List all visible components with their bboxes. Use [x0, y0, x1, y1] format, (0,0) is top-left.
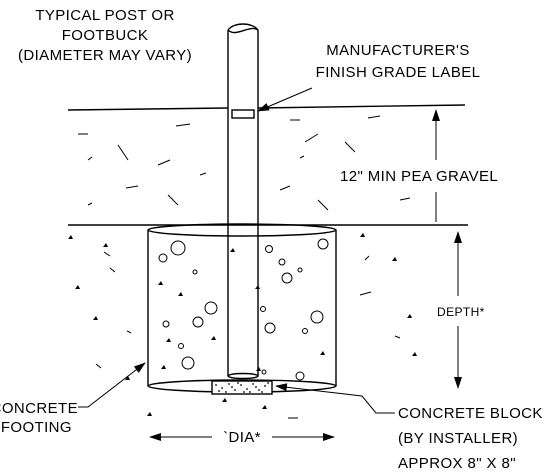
depth-label: DEPTH* — [437, 305, 485, 319]
finish-grade-label-box — [231, 109, 255, 119]
footing-callout: CONCRETE FOOTING — [0, 400, 78, 436]
footing-label-line1: CONCRETE — [0, 400, 78, 417]
block-label-line3: APPROX 8" X 8" — [398, 455, 516, 472]
grade-label-line1: MANUFACTURER'S — [326, 42, 469, 59]
grade-callout: MANUFACTURER'S FINISH GRADE LABEL — [316, 42, 481, 81]
finish-grade-line — [67, 104, 466, 111]
grade-label-leader — [257, 87, 313, 112]
post-label-line3: (DIAMETER MAY VARY) — [18, 47, 192, 64]
dia-label: `DIA* — [223, 429, 261, 446]
gravel-hatching — [78, 115, 411, 211]
post — [227, 23, 259, 380]
post-label-line2: FOOTBUCK — [62, 27, 149, 44]
soil-dashes — [95, 251, 401, 419]
concrete-block — [211, 380, 273, 395]
post-callout: TYPICAL POST OR FOOTBUCK (DIAMETER MAY V… — [18, 7, 192, 64]
footing-leader — [78, 362, 146, 408]
block-callout: CONCRETE BLOCK (BY INSTALLER) APPROX 8" … — [398, 405, 543, 472]
gravel-label: 12" MIN PEA GRAVEL — [340, 168, 498, 185]
soil-aggregate-marks — [68, 233, 417, 416]
post-label-line1: TYPICAL POST OR — [35, 7, 174, 24]
grade-label-line2: FINISH GRADE LABEL — [316, 64, 481, 81]
concrete-aggregate — [158, 238, 329, 381]
block-leader — [275, 383, 395, 414]
footing-label-line2: FOOTING — [1, 419, 72, 436]
block-label-line2: (BY INSTALLER) — [398, 430, 518, 447]
concrete-footing — [147, 223, 337, 393]
block-label-line1: CONCRETE BLOCK — [398, 405, 543, 422]
